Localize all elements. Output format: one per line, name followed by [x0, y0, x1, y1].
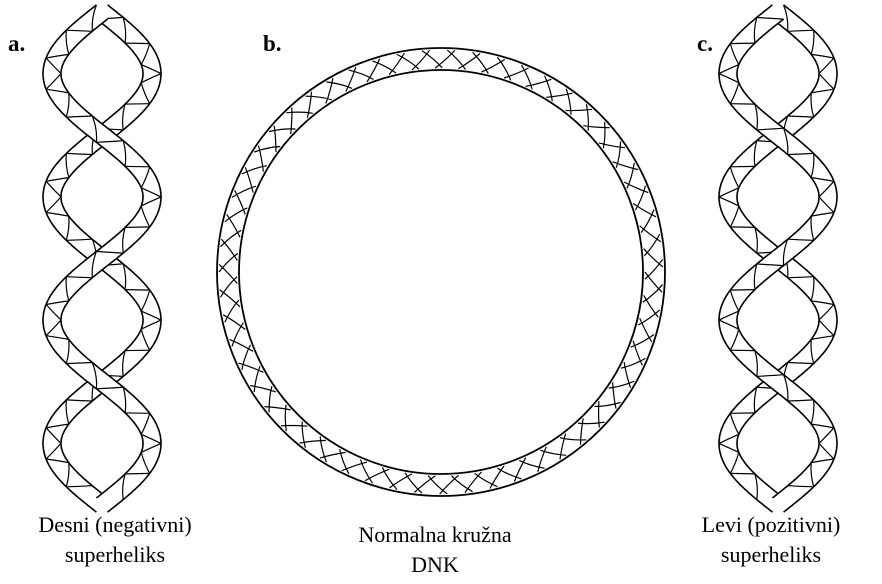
circle-helix-strokes: [219, 50, 663, 494]
caption-c: Levi (pozitivni) superheliks: [660, 510, 882, 570]
caption-a-line1: Desni (negativni): [0, 510, 230, 540]
panel-label-c: c.: [697, 32, 713, 55]
caption-b-line2: DNK: [320, 550, 550, 580]
circle-outer-edge: [217, 48, 665, 496]
relaxed-circular-dna: [217, 48, 665, 496]
negative-supercoil-helix: [43, 5, 161, 512]
panel-label-b: b.: [263, 32, 282, 55]
caption-b: Normalna kružna DNK: [320, 520, 550, 580]
circle-inner-edge: [239, 70, 643, 474]
caption-a-line2: superheliks: [0, 540, 230, 570]
positive-supercoil-helix: [719, 5, 837, 512]
caption-b-line1: Normalna kružna: [320, 520, 550, 550]
caption-c-line1: Levi (pozitivni): [660, 510, 882, 540]
caption-a: Desni (negativni) superheliks: [0, 510, 230, 570]
panel-label-a: a.: [8, 32, 25, 55]
caption-c-line2: superheliks: [660, 540, 882, 570]
